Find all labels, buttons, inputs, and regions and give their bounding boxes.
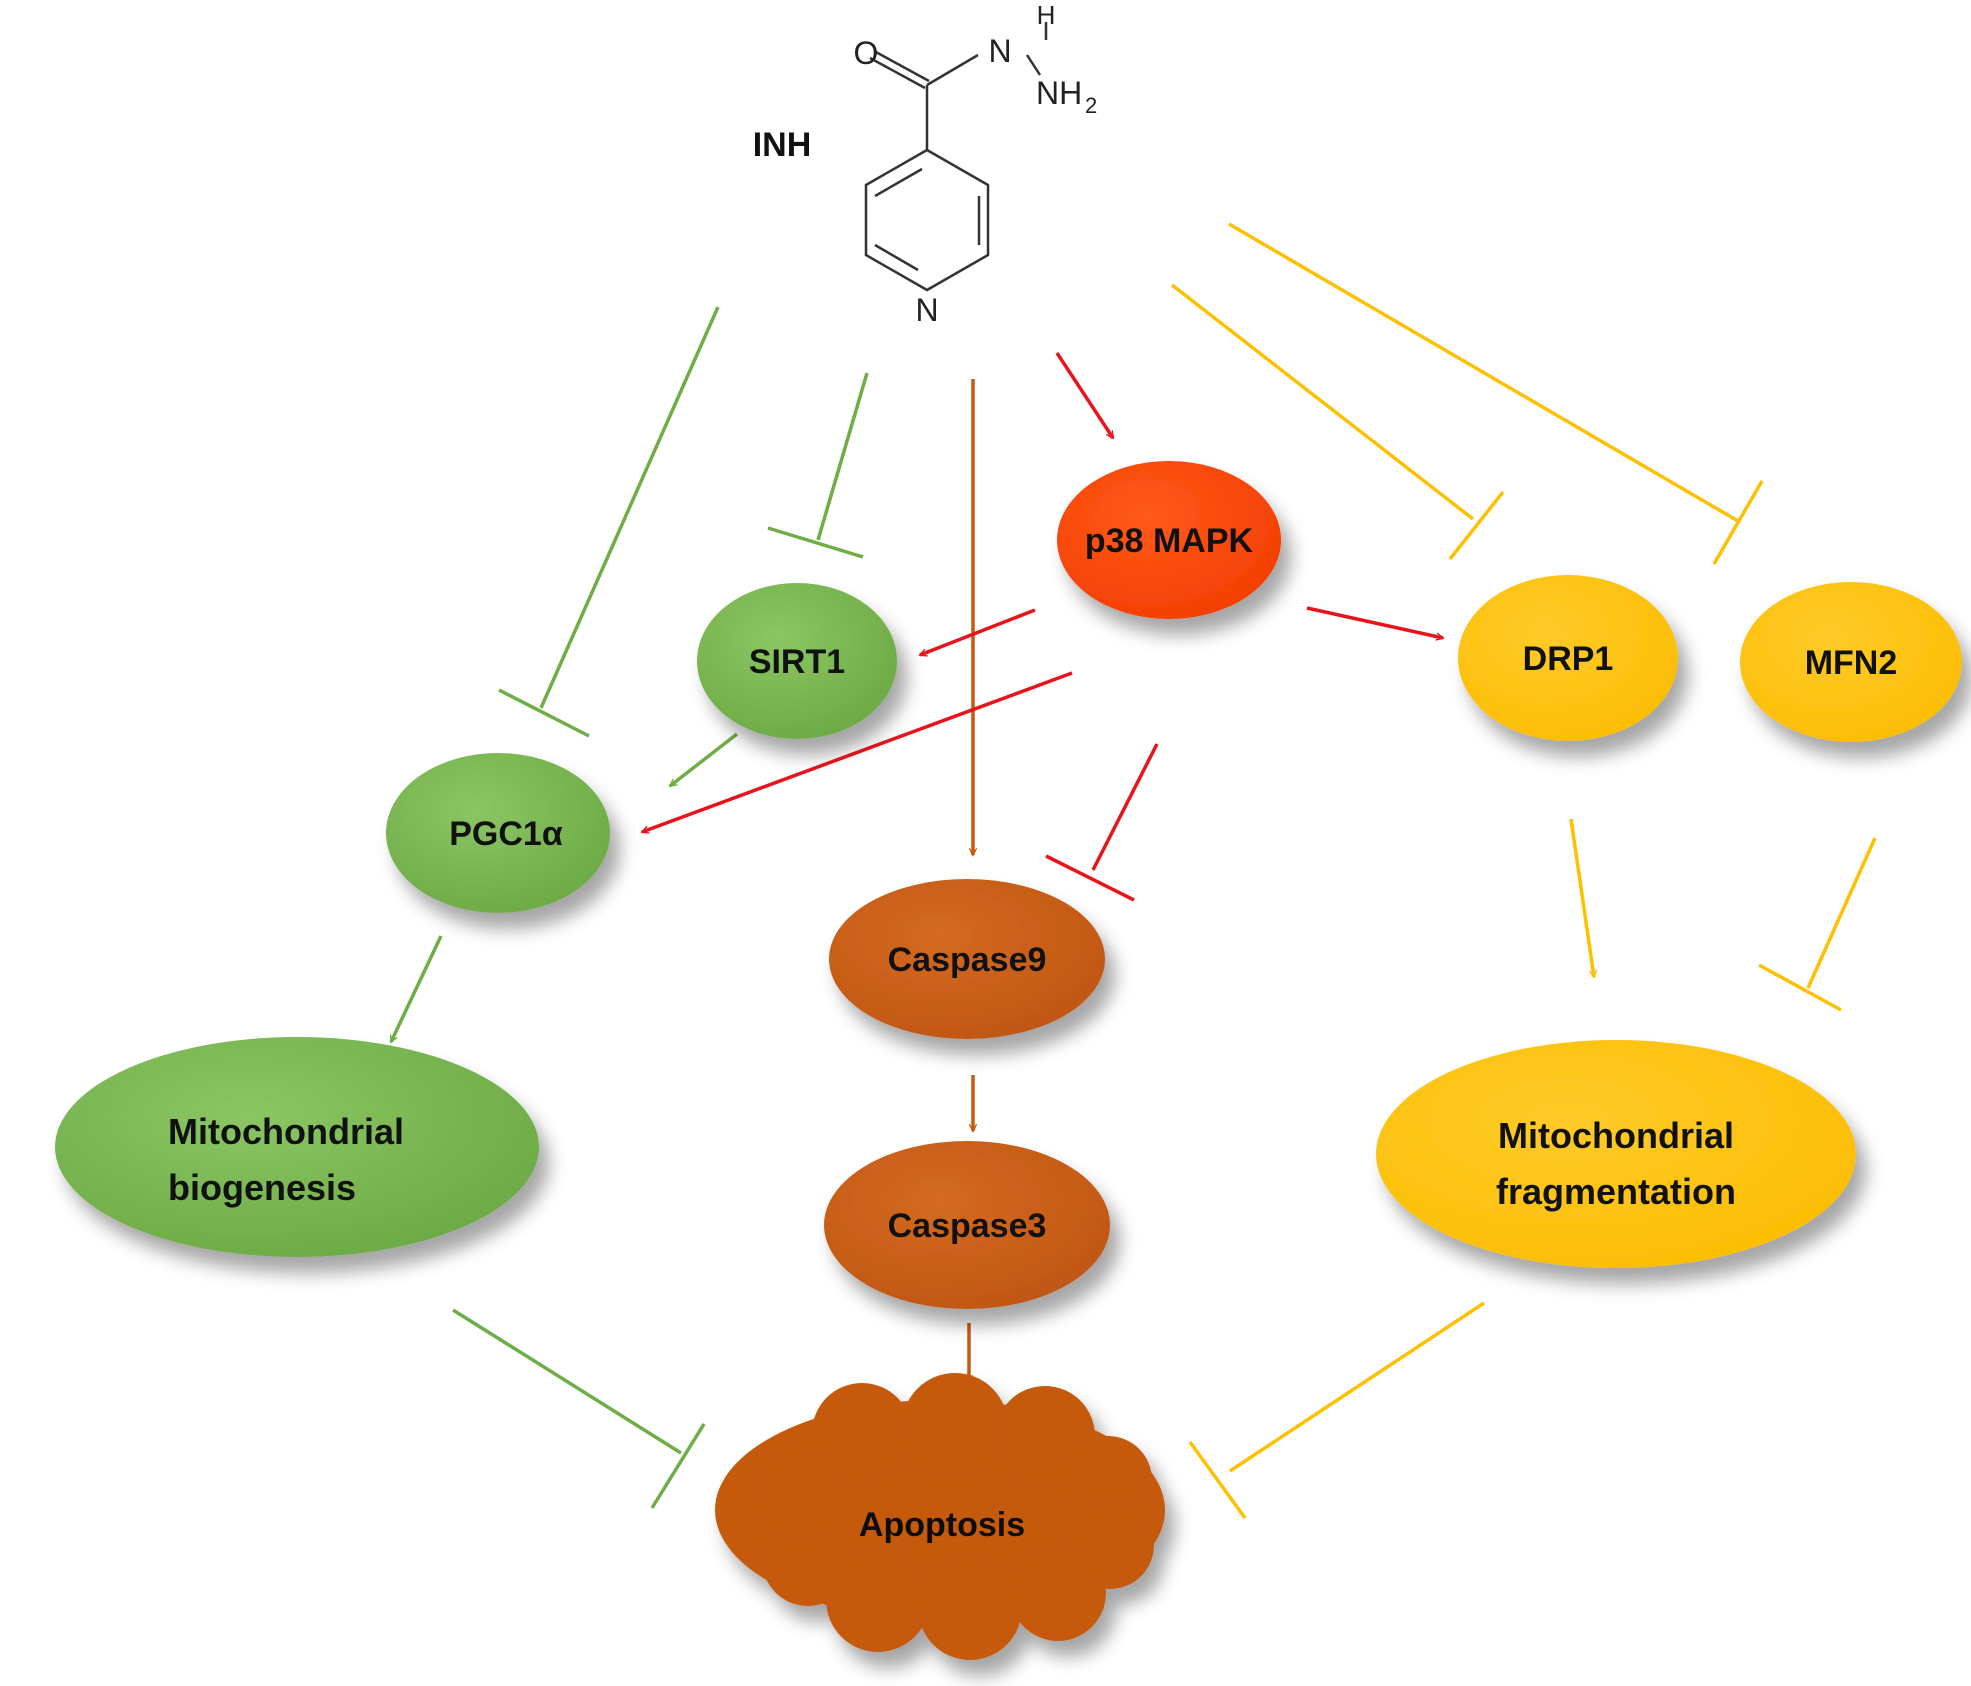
edge-inh-inhibits-sirt1 [767,372,869,559]
edge-fragmentation-inhibits-apoptosis [1188,1301,1485,1520]
node-drp1: DRP1 [1458,575,1678,741]
pgc1a-label: PGC1α [449,815,563,853]
edge-inh-activates-p38 [1055,352,1115,438]
biogenesis-label-line2: biogenesis [168,1167,356,1208]
edge-inh-inhibits-mfn2 [1228,222,1764,565]
edge-p38-inhibits-caspase9 [1045,743,1159,902]
edge-p38-activates-sirt1 [920,608,1036,657]
fragmentation-label-line1: Mitochondrial [1498,1115,1734,1156]
edge-drp1-activates-fragmentation [1569,818,1594,977]
node-pgc1a: PGC1α [386,753,610,913]
edges [389,222,1877,1520]
pyridine-n-label: N [915,292,938,328]
sirt1-label: SIRT1 [749,643,845,681]
caspase3-label: Caspase3 [888,1207,1047,1245]
node-apoptosis: Apoptosis [715,1373,1165,1660]
amine-label: NH [1036,75,1082,111]
node-mitochondrial-fragmentation: Mitochondrial fragmentation [1376,1040,1856,1268]
drp1-label: DRP1 [1523,640,1614,678]
edge-inh-inhibits-pgc1a [498,306,720,738]
node-p38-mapk: p38 MAPK [1057,461,1281,619]
edge-p38-activates-pgc1a [642,671,1073,832]
node-caspase9: Caspase9 [829,879,1105,1039]
amine-subscript: 2 [1085,93,1097,118]
drug-label: INH [753,126,812,164]
oxygen-atom-label: O [854,35,879,71]
node-sirt1: SIRT1 [697,583,897,739]
edge-biogenesis-inhibits-apoptosis [452,1308,706,1509]
fragmentation-label-line2: fragmentation [1496,1171,1736,1212]
edge-mfn2-inhibits-fragmentation [1758,837,1877,1012]
mfn2-label: MFN2 [1805,644,1898,682]
edge-pgc1a-activates-biogenesis [389,935,443,1042]
apoptosis-label: Apoptosis [859,1506,1025,1544]
caspase9-label: Caspase9 [888,941,1047,979]
edge-inh-inhibits-drp1 [1170,283,1505,561]
p38-mapk-label: p38 MAPK [1085,522,1254,560]
isonicotinyl-hydrazide-structure [864,22,1048,292]
edge-sirt1-activates-pgc1a [670,732,739,788]
biogenesis-label-line1: Mitochondrial [168,1111,404,1152]
hydrogen-atom-label: H [1037,0,1056,30]
inh-molecule: O H N NH 2 N [854,0,1097,328]
node-mfn2: MFN2 [1740,582,1962,742]
edge-p38-activates-drp1 [1306,606,1443,638]
hydrazide-n-label: N [988,33,1011,69]
node-mitochondrial-biogenesis: Mitochondrial biogenesis [55,1037,539,1257]
node-caspase3: Caspase3 [824,1141,1110,1309]
